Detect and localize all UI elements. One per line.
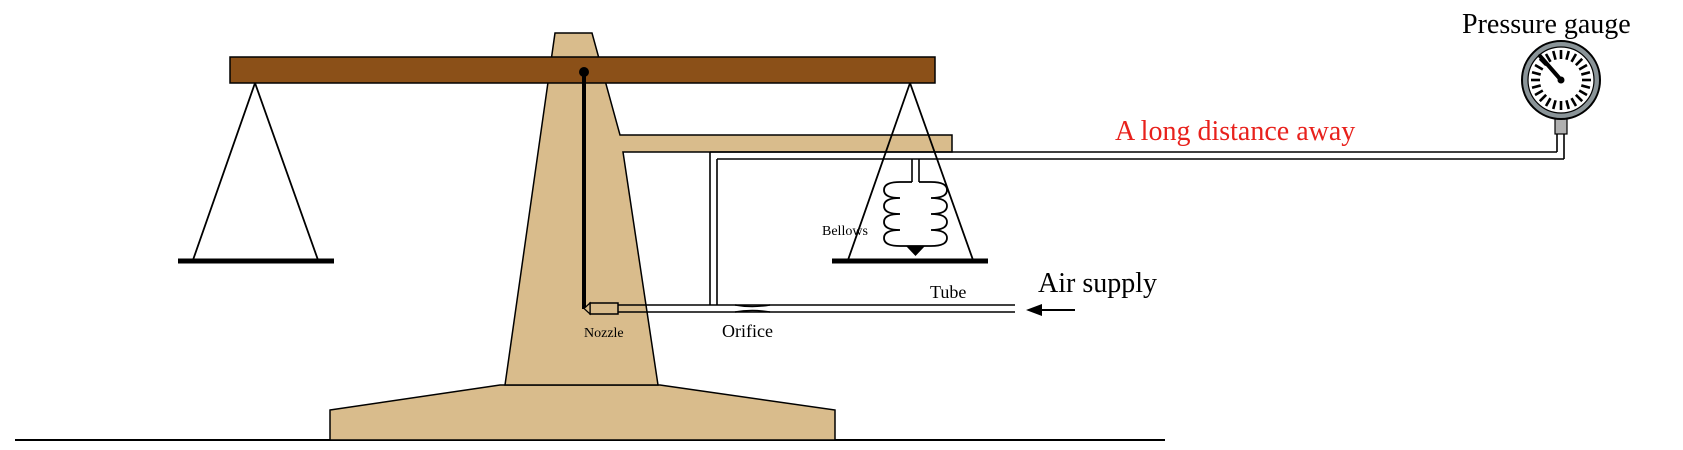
- gauge-tick: [1565, 50, 1571, 61]
- pressure-gauge-label: Pressure gauge: [1462, 9, 1631, 40]
- gauge-hub: [1557, 76, 1565, 84]
- gauge-tick: [1531, 70, 1542, 76]
- gauge-tick: [1531, 84, 1542, 90]
- pressure-gauge: [1521, 40, 1601, 135]
- bellows-point: [906, 246, 925, 256]
- nozzle-tip: [583, 301, 591, 316]
- gauge-tick: [1565, 99, 1571, 110]
- gauge-tick: [1570, 53, 1578, 63]
- long-distance-label: A long distance away: [1115, 116, 1355, 147]
- gauge-tick: [1580, 84, 1591, 90]
- nozzle-label: Nozzle: [584, 326, 624, 341]
- tube-label: Tube: [930, 282, 966, 302]
- left-pan-hanger: [191, 80, 320, 261]
- gauge-needle: [1538, 54, 1563, 82]
- nozzle: [589, 302, 619, 315]
- gauge-tick: [1574, 93, 1584, 103]
- gauge-tick: [1580, 70, 1591, 76]
- gauge-tick: [1570, 97, 1578, 107]
- gauge-tick: [1578, 89, 1588, 97]
- gauge-tick: [1551, 50, 1557, 61]
- gauge-stem: [1554, 117, 1568, 135]
- bellows: [883, 181, 948, 247]
- stand-base: [329, 384, 836, 441]
- gauge-tick: [1551, 99, 1557, 110]
- gauge-tick: [1538, 93, 1548, 103]
- gauge-tick: [1534, 89, 1544, 97]
- orifice-label: Orifice: [722, 321, 773, 341]
- gauge-tick: [1544, 53, 1552, 63]
- bellows-label: Bellows: [822, 224, 868, 239]
- gauge-tick: [1534, 63, 1544, 71]
- gauge-tick: [1578, 63, 1588, 71]
- gauge-tick: [1544, 97, 1552, 107]
- orifice: [734, 304, 771, 313]
- air-supply-arrow-head: [1026, 304, 1042, 316]
- air-supply-label: Air supply: [1038, 268, 1157, 299]
- gauge-tick: [1574, 57, 1584, 67]
